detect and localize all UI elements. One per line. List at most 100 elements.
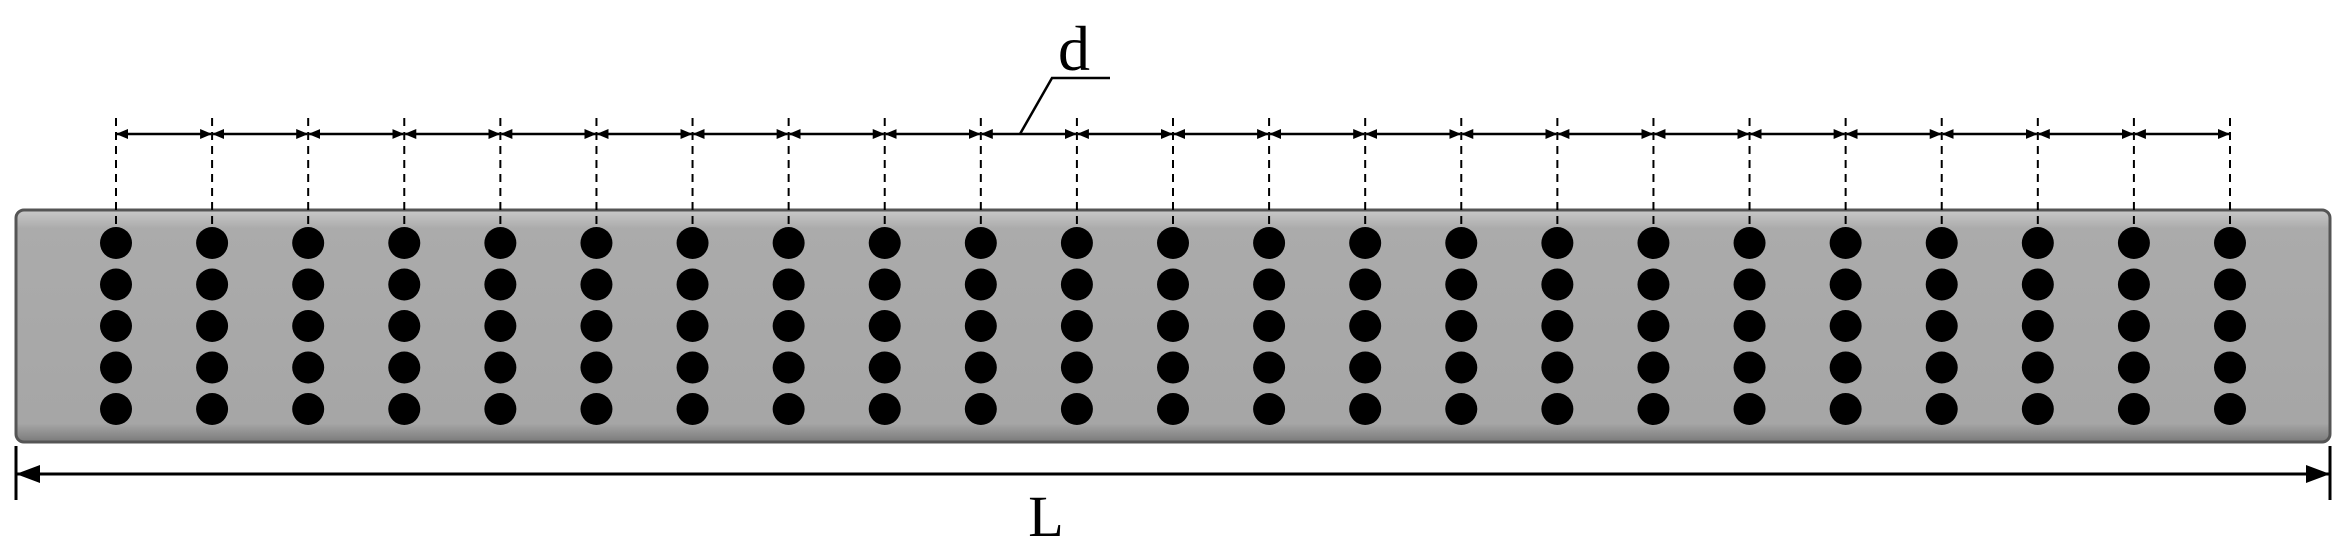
dot bbox=[2214, 268, 2246, 301]
dot bbox=[1541, 351, 1574, 384]
dot bbox=[1541, 268, 1574, 301]
dot bbox=[772, 393, 805, 425]
dot bbox=[1637, 310, 1670, 342]
dot bbox=[1253, 351, 1286, 384]
dot bbox=[1925, 227, 1958, 259]
dot bbox=[388, 227, 421, 259]
dot bbox=[1829, 351, 1862, 384]
dot bbox=[292, 227, 325, 259]
dot bbox=[1445, 310, 1478, 342]
dot bbox=[1733, 310, 1766, 342]
dot bbox=[676, 227, 709, 259]
dot bbox=[1925, 310, 1958, 342]
dot bbox=[292, 393, 325, 425]
dot bbox=[2117, 227, 2150, 259]
dot bbox=[964, 351, 997, 384]
dot bbox=[1349, 227, 1382, 259]
dot bbox=[292, 310, 325, 342]
dot bbox=[2117, 310, 2150, 342]
dot bbox=[1445, 227, 1478, 259]
length-label: L bbox=[1028, 484, 1063, 544]
dot bbox=[100, 351, 132, 384]
dot bbox=[1829, 227, 1862, 259]
dot bbox=[388, 351, 421, 384]
dot bbox=[868, 268, 901, 301]
dot bbox=[1733, 268, 1766, 301]
dot bbox=[388, 310, 421, 342]
dot bbox=[484, 227, 517, 259]
dot bbox=[1925, 393, 1958, 425]
dot bbox=[2214, 310, 2246, 342]
dot bbox=[1541, 393, 1574, 425]
dot bbox=[2021, 351, 2054, 384]
dot bbox=[100, 227, 132, 259]
dot bbox=[580, 268, 613, 301]
dot bbox=[676, 351, 709, 384]
dot bbox=[772, 310, 805, 342]
dot bbox=[1733, 351, 1766, 384]
dot bbox=[580, 310, 613, 342]
dot bbox=[676, 310, 709, 342]
dot bbox=[1253, 227, 1286, 259]
dot bbox=[964, 393, 997, 425]
dot bbox=[100, 393, 132, 425]
dot bbox=[1349, 310, 1382, 342]
dot bbox=[964, 227, 997, 259]
dot bbox=[1253, 393, 1286, 425]
dot bbox=[1060, 310, 1093, 342]
dot bbox=[1349, 351, 1382, 384]
dot bbox=[1733, 227, 1766, 259]
dot bbox=[196, 268, 229, 301]
dot-grid bbox=[100, 227, 2246, 425]
dot bbox=[196, 351, 229, 384]
dot bbox=[196, 310, 229, 342]
dot bbox=[1637, 393, 1670, 425]
dot bbox=[868, 310, 901, 342]
dot bbox=[196, 227, 229, 259]
dot bbox=[1157, 310, 1189, 342]
dot bbox=[1060, 393, 1093, 425]
dot bbox=[772, 227, 805, 259]
dot bbox=[2117, 393, 2150, 425]
dot bbox=[580, 227, 613, 259]
dot bbox=[2117, 268, 2150, 301]
dot bbox=[1157, 227, 1189, 259]
dot bbox=[868, 227, 901, 259]
dot bbox=[1253, 310, 1286, 342]
dot bbox=[580, 393, 613, 425]
dot bbox=[868, 351, 901, 384]
dot bbox=[1349, 268, 1382, 301]
dot bbox=[1829, 310, 1862, 342]
dot bbox=[1060, 351, 1093, 384]
dot bbox=[484, 310, 517, 342]
dot bbox=[1541, 310, 1574, 342]
dot bbox=[292, 351, 325, 384]
dot bbox=[676, 393, 709, 425]
dot bbox=[868, 393, 901, 425]
dot bbox=[1157, 393, 1189, 425]
dot bbox=[2021, 393, 2054, 425]
dot bbox=[1445, 351, 1478, 384]
dot bbox=[1637, 351, 1670, 384]
dot bbox=[2214, 351, 2246, 384]
dot bbox=[100, 268, 132, 301]
dot bbox=[484, 268, 517, 301]
dot bbox=[2214, 393, 2246, 425]
dot bbox=[196, 393, 229, 425]
dot bbox=[2021, 268, 2054, 301]
dot bbox=[772, 268, 805, 301]
dot bbox=[676, 268, 709, 301]
dot bbox=[1829, 393, 1862, 425]
dot bbox=[1445, 268, 1478, 301]
dot bbox=[1925, 268, 1958, 301]
dot bbox=[388, 393, 421, 425]
dot bbox=[1541, 227, 1574, 259]
spacing-label: d bbox=[1058, 13, 1090, 84]
dot bbox=[1445, 393, 1478, 425]
dot bbox=[964, 268, 997, 301]
dot bbox=[292, 268, 325, 301]
dot bbox=[1060, 268, 1093, 301]
dot bbox=[100, 310, 132, 342]
dot bbox=[964, 310, 997, 342]
